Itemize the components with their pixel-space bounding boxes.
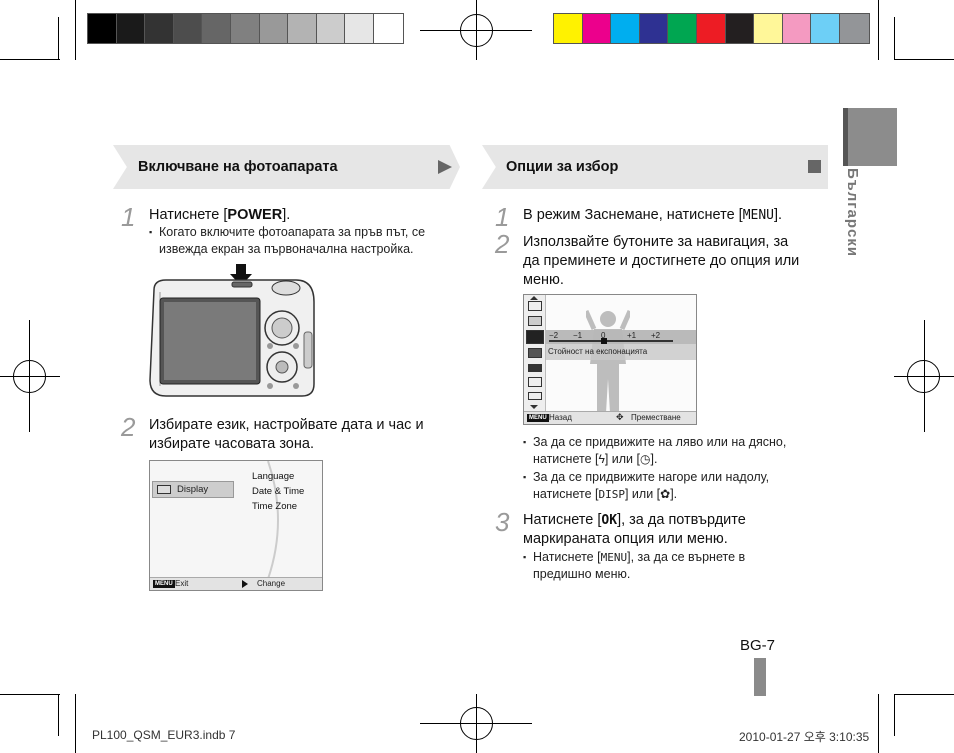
exit-label: Exit xyxy=(175,579,189,588)
color-swatch xyxy=(811,14,840,43)
macro-icon: ✿ xyxy=(660,487,671,501)
resolution-icon[interactable] xyxy=(528,301,542,311)
down-arrow-icon xyxy=(530,405,538,409)
nav-up-down-note: За да се придвижите нагоре или надолу, н… xyxy=(523,469,823,503)
move-label: Преместване xyxy=(631,413,681,422)
menu-item-label: Display xyxy=(177,484,209,495)
up-arrow-icon xyxy=(530,296,538,300)
exposure-value-panel[interactable]: −2 −1 0 +1 +2 Стойност на експонацията xyxy=(546,330,696,360)
color-swatch xyxy=(754,14,783,43)
menu-key-icon: MENU xyxy=(527,414,549,422)
color-swatch xyxy=(230,14,260,43)
color-swatch xyxy=(88,14,117,43)
grayscale-color-bar xyxy=(87,13,404,44)
color-swatch xyxy=(582,14,612,43)
step-3-text: Натиснете [OK], за да потвърдите маркира… xyxy=(523,512,746,547)
footer-file-name: PL100_QSM_EUR3.indb 7 xyxy=(92,728,236,742)
screen-footer: MENU Exit Change xyxy=(150,577,322,590)
color-swatch xyxy=(725,14,755,43)
color-swatch xyxy=(288,14,317,43)
scale-label: −1 xyxy=(573,331,583,340)
step-number: 1 xyxy=(495,202,510,232)
face-detection-icon[interactable] xyxy=(528,377,542,387)
color-swatch xyxy=(373,14,403,43)
color-swatch xyxy=(696,14,726,43)
camera-illustration xyxy=(149,264,315,397)
person-silhouette xyxy=(586,309,630,413)
section-header-select-options: Опции за избор xyxy=(482,145,828,189)
right-arrow-icon xyxy=(242,580,248,588)
section-header-power-on: Включване на фотоапарата xyxy=(113,145,460,189)
color-swatch xyxy=(639,14,669,43)
section-title: Включване на фотоапарата xyxy=(138,159,338,175)
footer-timestamp: 2010-01-27 오후 3:10:35 xyxy=(739,730,870,744)
section-title: Опции за избор xyxy=(506,159,619,175)
scale-label: 0 xyxy=(601,331,606,340)
menu-icon-column xyxy=(524,295,546,412)
exposure-caption: Стойност на експонацията xyxy=(548,347,648,356)
step-number: 2 xyxy=(121,412,136,442)
color-swatch xyxy=(259,14,289,43)
color-swatch xyxy=(345,14,374,43)
menu-key-icon: MENU xyxy=(153,580,175,588)
back-label: Назад xyxy=(549,413,572,422)
step-3-note: Натиснете [MENU], за да се върнете в пре… xyxy=(523,549,823,583)
color-swatch xyxy=(116,14,146,43)
scale-label: +2 xyxy=(651,331,661,340)
change-label: Change xyxy=(257,579,286,588)
exposure-menu-screen: −2 −1 0 +1 +2 Стойност на експонацията M… xyxy=(523,294,697,425)
move-arrows-icon: ✥ xyxy=(616,412,624,422)
flash-icon: ϟ xyxy=(598,452,605,466)
color-swatch xyxy=(839,14,869,43)
screen-arc-decoration xyxy=(267,461,279,579)
iso-icon[interactable] xyxy=(528,348,542,358)
color-swatch xyxy=(202,14,231,43)
step-number: 1 xyxy=(121,202,136,232)
side-tab-edge xyxy=(843,108,849,166)
focus-area-icon[interactable] xyxy=(528,392,542,400)
side-tab xyxy=(848,108,897,166)
stop-square-icon xyxy=(808,160,821,173)
color-swatch xyxy=(611,14,640,43)
nav-left-right-note: За да се придвижите на ляво или на дясно… xyxy=(523,434,823,468)
display-icon xyxy=(157,485,171,494)
color-swatch xyxy=(782,14,812,43)
scale-label: −2 xyxy=(549,331,559,340)
page-number: BG-7 xyxy=(740,637,776,654)
exposure-scale-line xyxy=(549,340,673,342)
language-settings-screen: Display Language Date & Time Time Zone M… xyxy=(149,460,323,591)
option-time-zone[interactable]: Time Zone xyxy=(252,501,298,512)
quality-icon[interactable] xyxy=(528,316,542,326)
step-1-text: Натиснете [POWER]. xyxy=(149,207,291,223)
process-color-bar xyxy=(553,13,870,44)
color-swatch xyxy=(668,14,697,43)
scale-label: +1 xyxy=(627,331,637,340)
step-1-note: Когато включите фотоапарата за пръв път,… xyxy=(149,224,449,258)
exposure-marker xyxy=(601,338,607,344)
white-balance-icon[interactable] xyxy=(528,364,542,372)
exposure-icon[interactable] xyxy=(526,330,544,344)
screen-footer: MENU Назад ✥ Преместване xyxy=(524,411,696,424)
option-language[interactable]: Language xyxy=(252,471,295,482)
step-number: 2 xyxy=(495,229,510,259)
color-swatch xyxy=(173,14,203,43)
page-number-bar xyxy=(754,658,766,696)
play-arrow-icon xyxy=(438,160,452,174)
color-swatch xyxy=(554,14,583,43)
side-language-label: Български xyxy=(844,168,861,258)
step-1-text: В режим Заснемане, натиснете [MENU]. xyxy=(523,207,783,223)
menu-item-display[interactable]: Display xyxy=(152,481,234,498)
color-swatch xyxy=(316,14,346,43)
color-swatch xyxy=(145,14,174,43)
option-date-time[interactable]: Date & Time xyxy=(252,486,305,497)
timer-icon: ◷ xyxy=(639,452,651,466)
step-number: 3 xyxy=(495,507,510,537)
